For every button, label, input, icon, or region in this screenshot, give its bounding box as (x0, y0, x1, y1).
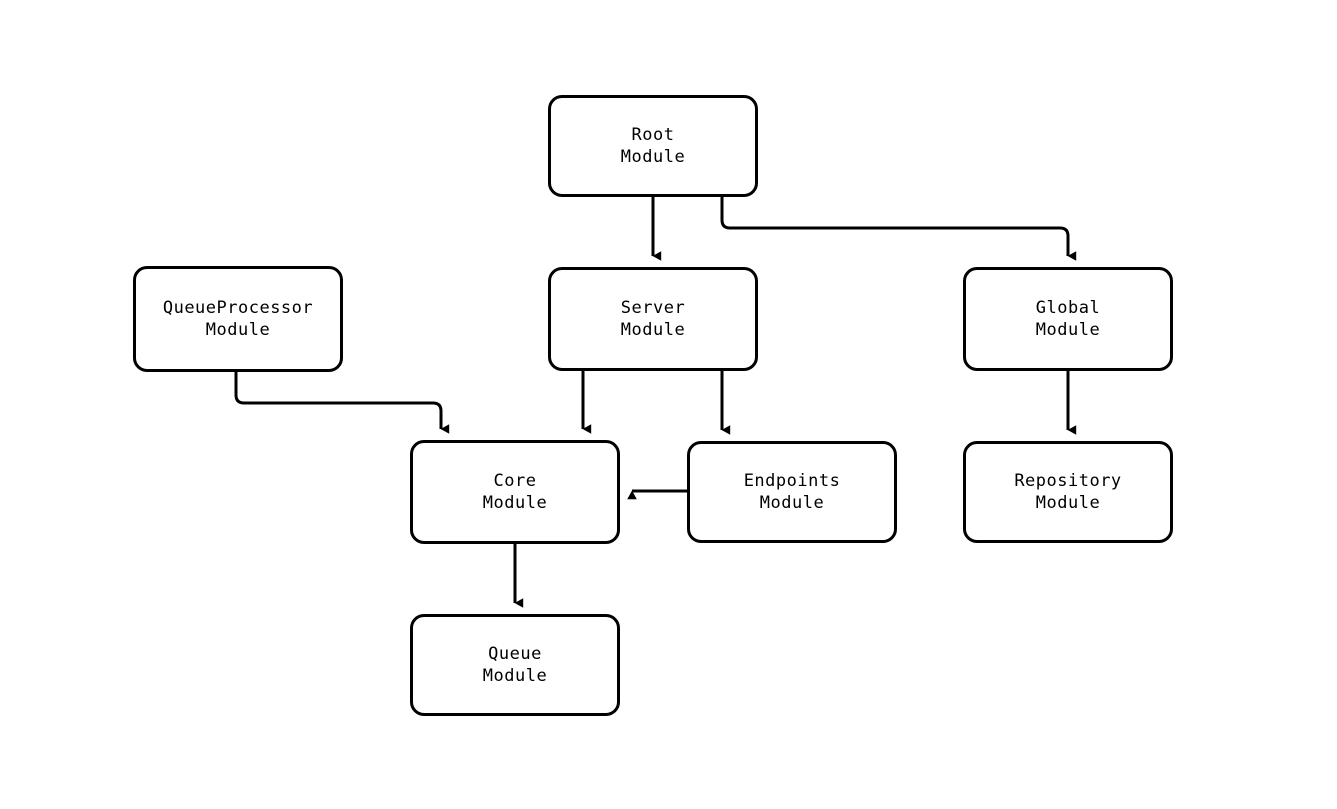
node-core-label-line2: Module (482, 493, 548, 513)
node-repository-label-line1: Repository (1014, 470, 1122, 491)
node-queueprocessor-label-line1: QueueProcessor (162, 297, 314, 318)
edge-queueprocessor-to-core (234, 372, 450, 434)
node-repository-label-line2: Module (1035, 493, 1101, 513)
node-server-label-line1: Server (620, 297, 686, 318)
node-global-label-line1: Global (1035, 297, 1101, 318)
node-root-label-line2: Module (620, 147, 686, 167)
node-queueprocessor-label-line2: Module (205, 320, 271, 340)
node-endpoints-label-line2: Module (759, 493, 825, 513)
node-global-label-line2: Module (1035, 320, 1101, 340)
node-root-label-line1: Root (631, 124, 675, 145)
node-queue-label-line1: Queue (488, 643, 542, 664)
node-endpoints-label-line1: Endpoints (743, 470, 841, 491)
node-server-label-line2: Module (620, 320, 686, 340)
node-core-label-line1: Core (493, 470, 537, 491)
edge-root-to-global (720, 197, 1077, 261)
node-queue-label-line2: Module (482, 666, 548, 686)
